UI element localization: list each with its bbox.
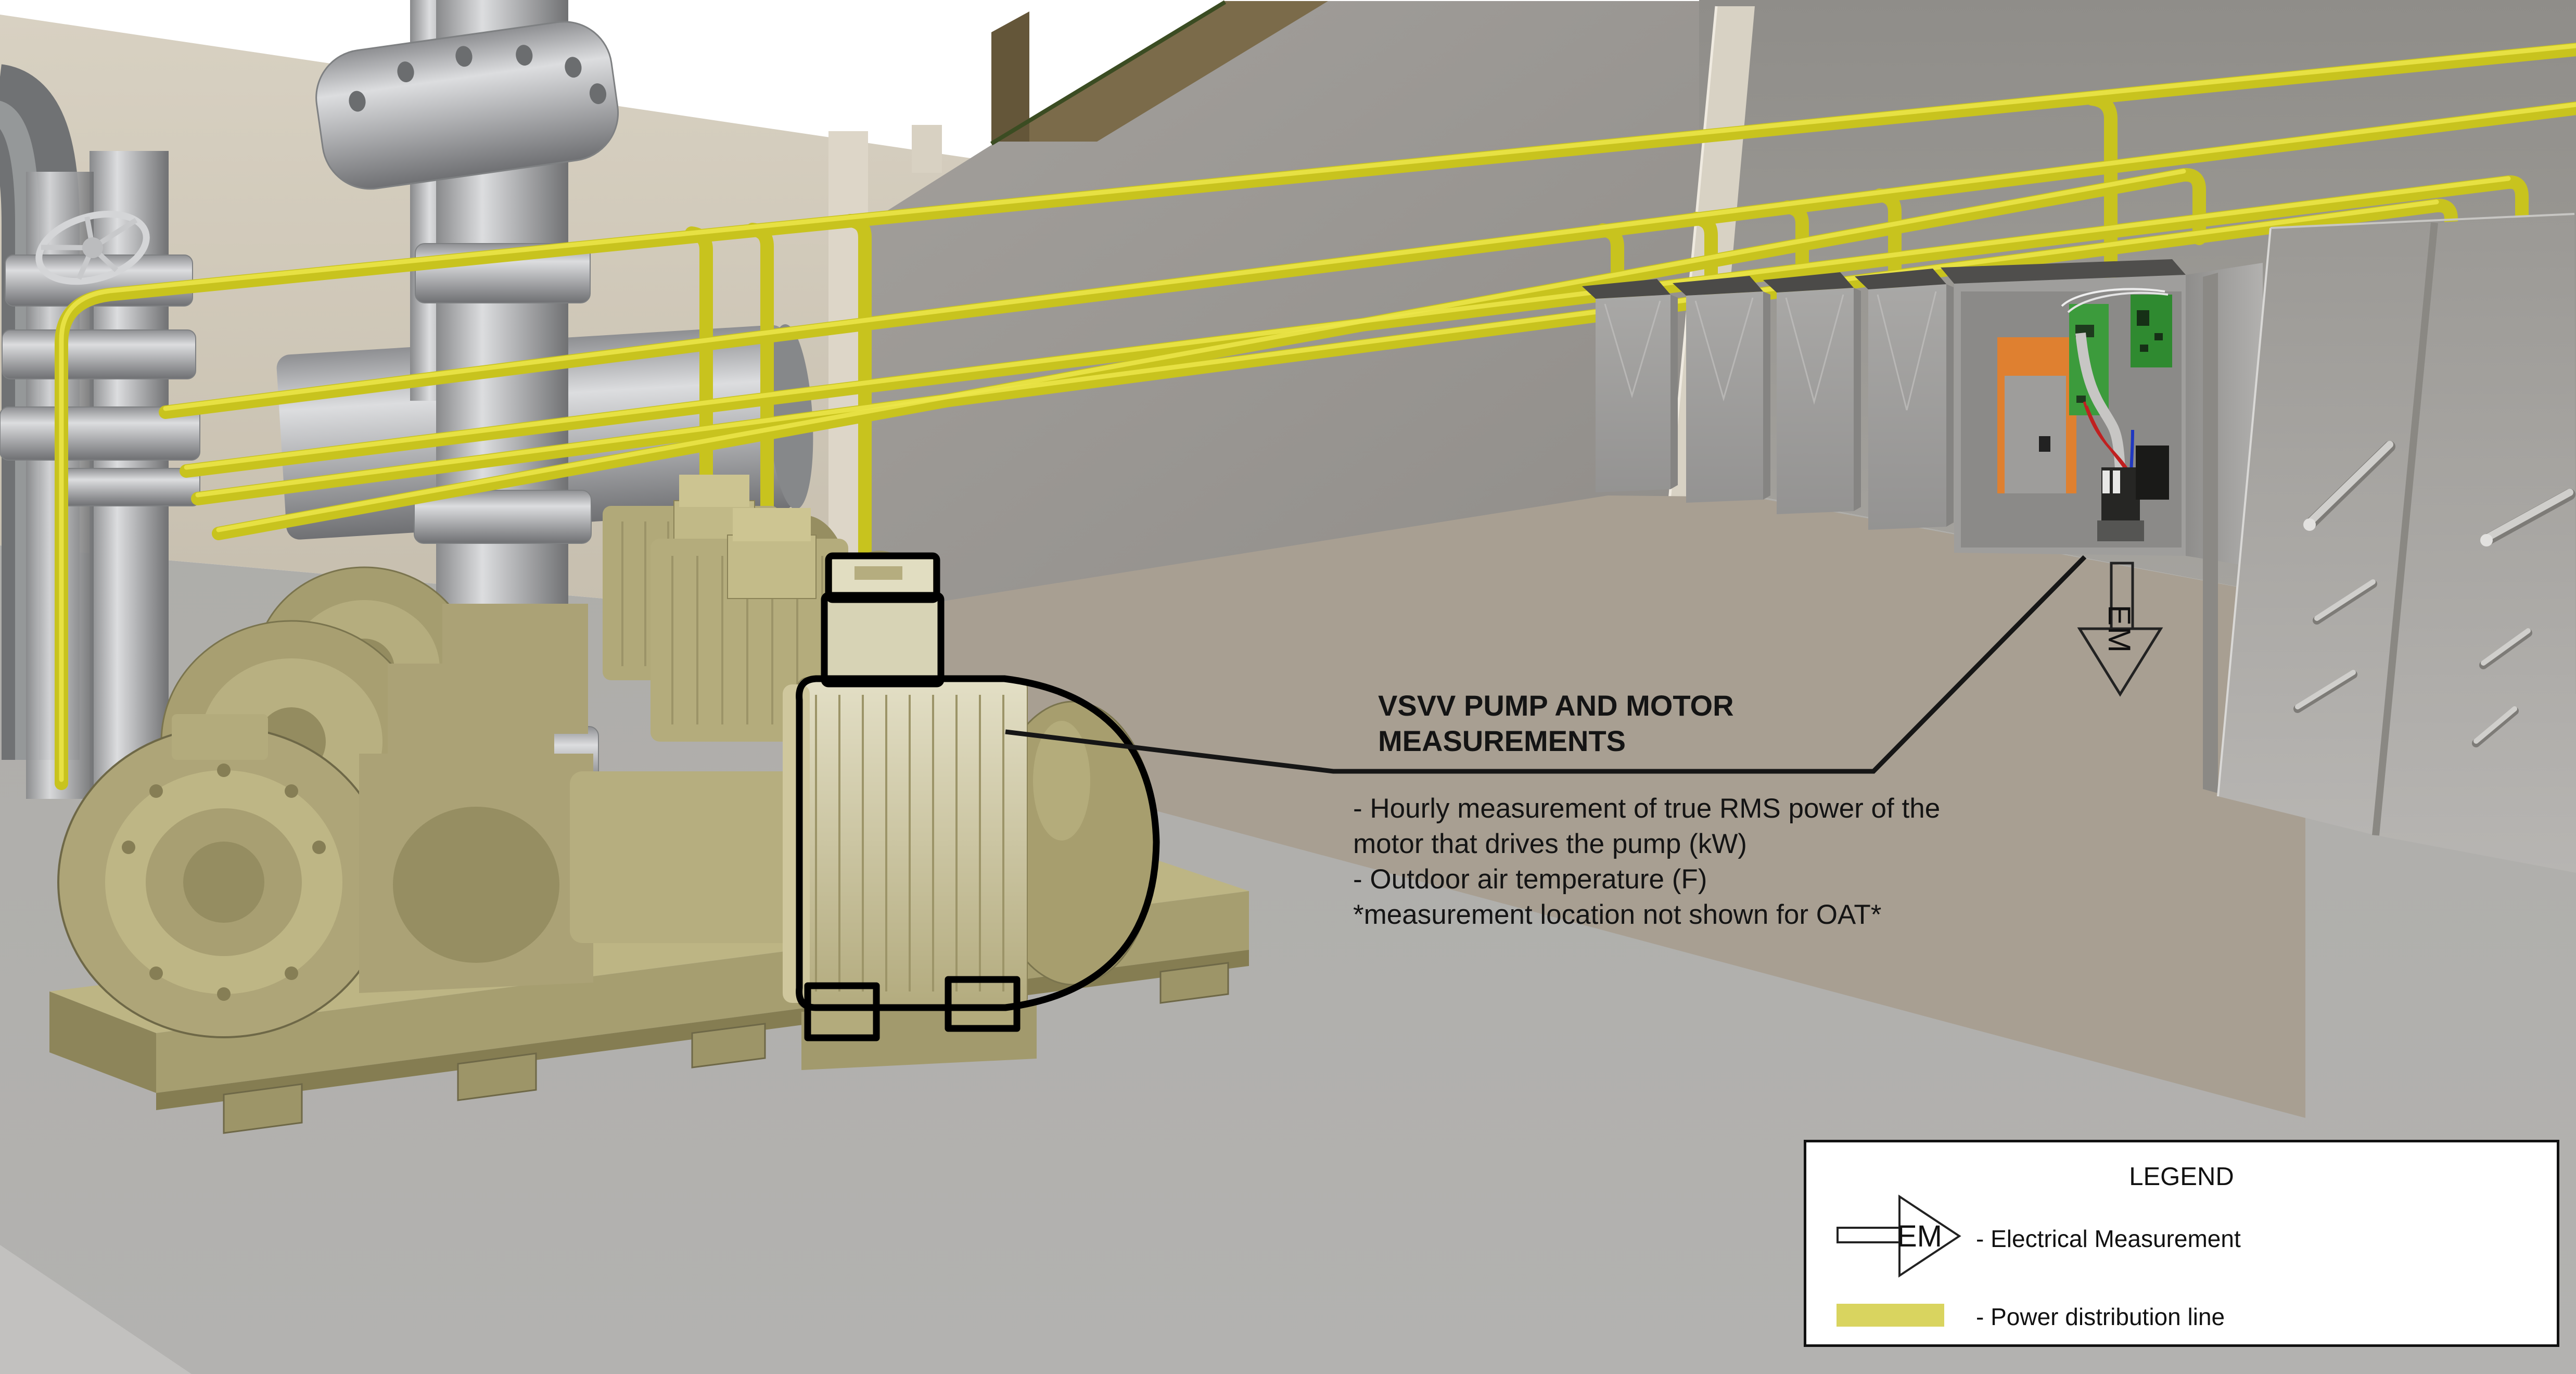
pump-unit-front xyxy=(57,552,1160,1070)
legend-em-arrow-icon: EM xyxy=(1837,1194,1961,1278)
legend-item-electrical: - Electrical Measurement xyxy=(1976,1225,2241,1252)
em-marker-label: EM xyxy=(2102,605,2137,654)
em-arrow-icon: EM xyxy=(2077,562,2163,697)
annotation-body-line: - Hourly measurement of true RMS power o… xyxy=(1353,793,1941,824)
annotation-body-line: motor that drives the pump (kW) xyxy=(1353,829,1747,859)
circuit-board-right xyxy=(2131,295,2172,367)
annotation-title: VSVV PUMP AND MOTOR MEASUREMENTS xyxy=(1378,688,1734,759)
legend-item-power: - Power distribution line xyxy=(1976,1303,2225,1330)
power-line-highlights xyxy=(59,43,2576,782)
annotation-title-line2: MEASUREMENTS xyxy=(1378,724,1626,757)
panel-handles xyxy=(2293,441,2575,747)
annotation-body-line: - Outdoor air temperature (F) xyxy=(1353,864,1707,895)
annotation-body-line: *measurement location not shown for OAT* xyxy=(1353,899,1882,930)
legend-box: LEGEND EM - Electrical Measurement - Pow… xyxy=(1804,1140,2559,1347)
floor-midground xyxy=(781,495,2305,1118)
leader-line xyxy=(1005,555,2087,774)
annotation-body: - Hourly measurement of true RMS power o… xyxy=(1353,791,1940,933)
highlighted-motor xyxy=(783,552,1160,1070)
legend-power-line-swatch xyxy=(1837,1304,1944,1327)
right-wall-panels xyxy=(2203,213,2576,873)
legend-em-label: EM xyxy=(1897,1219,1942,1253)
ceiling-beam xyxy=(990,0,1328,146)
wall-pillar-tab xyxy=(912,125,942,173)
annotation-title-line1: VSVV PUMP AND MOTOR xyxy=(1378,689,1734,722)
floor-corner-light xyxy=(0,1245,192,1374)
legend-title: LEGEND xyxy=(2129,1163,2234,1191)
measured-motor-outline xyxy=(796,552,1160,1041)
